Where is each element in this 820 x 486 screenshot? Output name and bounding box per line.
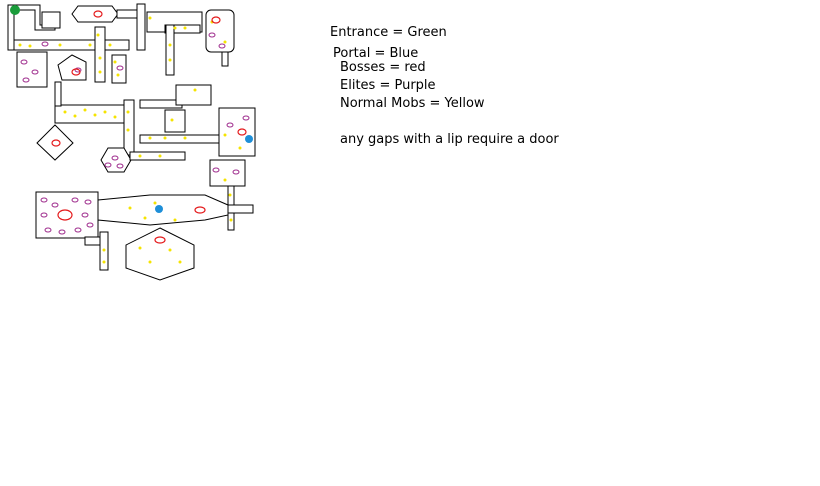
room-small-top xyxy=(41,11,61,29)
room-right-lower-chamber xyxy=(209,159,246,187)
elite-markers xyxy=(20,32,250,235)
room-left-chamber xyxy=(16,51,48,88)
room-boss-hexagon xyxy=(125,227,195,281)
portal-markers xyxy=(155,135,253,213)
map-walls xyxy=(7,3,256,281)
room-north-corridor xyxy=(136,3,146,51)
legend-normal-mobs: Normal Mobs = Yellow xyxy=(340,96,485,111)
room-south-corridor xyxy=(129,151,186,161)
room-central-long-corridor xyxy=(54,104,128,124)
room-hub-corridor-b xyxy=(139,134,221,144)
room-top-right-stub xyxy=(221,51,229,67)
room-mid-tower xyxy=(175,84,212,106)
entrance-marker xyxy=(10,5,20,15)
room-right-branch xyxy=(227,204,254,214)
room-left-diamond xyxy=(36,124,74,161)
room-top-left-hall xyxy=(13,39,130,51)
room-right-chamber xyxy=(218,107,256,157)
room-chamber-a xyxy=(94,26,106,83)
room-pentagon xyxy=(57,54,87,81)
legend-elites: Elites = Purple xyxy=(340,78,436,93)
room-cross-corridor xyxy=(164,24,201,34)
room-central-connector xyxy=(54,81,62,107)
room-central-hub xyxy=(123,99,135,156)
legend-bosses: Bosses = red xyxy=(340,60,426,75)
normal-mob-markers xyxy=(18,16,242,264)
room-portal-hall xyxy=(97,194,229,226)
legend-note: any gaps with a lip require a door xyxy=(340,132,559,147)
boss-markers xyxy=(51,10,247,244)
legend-entrance: Entrance = Green xyxy=(330,25,447,40)
room-mid-connector xyxy=(164,109,186,133)
legend-portal: Portal = Blue xyxy=(333,46,419,61)
room-mid-vertical xyxy=(165,24,175,76)
room-top-right-chamber xyxy=(205,9,235,53)
room-top-hexagon xyxy=(71,5,119,23)
room-chamber-b xyxy=(111,54,127,84)
room-bottom-spur xyxy=(84,236,101,246)
